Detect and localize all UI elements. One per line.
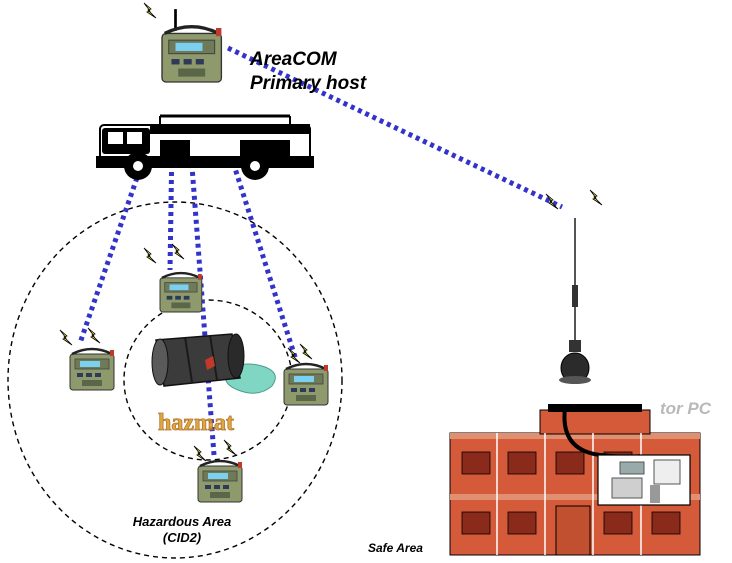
fire-truck-icon xyxy=(96,114,314,180)
lightning-icon xyxy=(59,329,73,346)
lightning-icon xyxy=(87,327,101,344)
hazardous-area-boundary xyxy=(7,201,343,559)
lightning-icon xyxy=(299,343,313,360)
monitor-device-icon xyxy=(68,347,116,392)
monitor-pc-label: tor PC xyxy=(660,399,711,418)
hazardous-area-label: Hazardous Area (CID2) xyxy=(112,514,252,546)
hazardous-area-line-2: (CID2) xyxy=(162,530,202,545)
areacom-host-device-icon xyxy=(160,9,224,84)
monitor-device-left xyxy=(59,327,116,392)
monitor-device-right xyxy=(282,343,330,407)
monitor-device-icon xyxy=(196,459,244,504)
link-truck-to-right-monitor xyxy=(223,139,299,361)
monitor-device-icon xyxy=(158,271,203,314)
lightning-icon xyxy=(193,445,207,462)
hazmat-sign: hazmat xyxy=(158,410,234,436)
host-label-line-2: Primary host xyxy=(250,73,367,94)
lightning-icon xyxy=(223,439,237,456)
monitor-device-icon xyxy=(282,362,330,407)
safe-area-label: Safe Area xyxy=(368,541,423,555)
monitor-device-bottom xyxy=(193,439,244,504)
link-truck-to-top-monitor xyxy=(167,139,175,271)
monitor-device-top xyxy=(143,243,203,314)
antenna-icon xyxy=(559,218,591,384)
primary-host-label: AreaCOM Primary host xyxy=(250,48,366,96)
link-host-to-remote xyxy=(226,45,564,210)
hazardous-area-line-1: Hazardous Area xyxy=(132,514,232,529)
lightning-icon xyxy=(589,189,603,206)
barrel-icon xyxy=(151,333,245,387)
host-label-line-1: AreaCOM xyxy=(250,49,337,70)
lightning-icon xyxy=(171,243,185,260)
host-lightning-icon xyxy=(143,2,157,19)
computer-icon xyxy=(597,454,691,506)
lightning-icon xyxy=(143,247,157,264)
